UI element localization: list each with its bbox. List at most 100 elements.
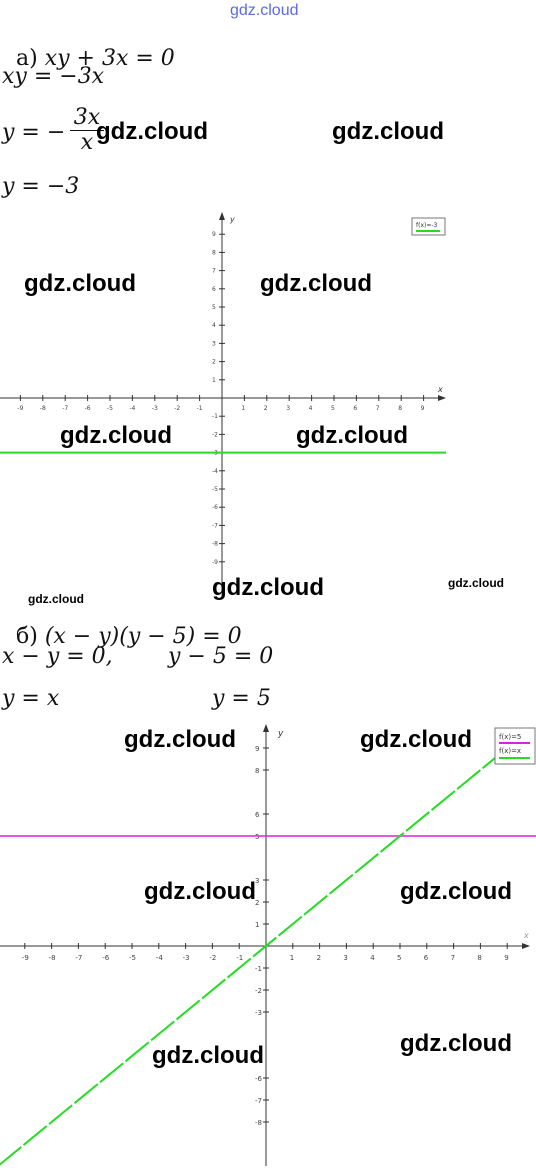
part-a-eq4: y = −3 — [2, 174, 80, 199]
line-y-equals-x — [0, 756, 498, 1166]
watermark: gdz.cloud — [260, 270, 372, 297]
part-b-eq1: (x − y)(y − 5) = 0 — [44, 624, 242, 649]
legend-label: f(x)=-3 — [416, 222, 438, 229]
watermark: gdz.cloud — [212, 574, 324, 601]
part-a-eq2: xy = −3x — [2, 64, 105, 89]
fraction-bar — [70, 130, 104, 131]
y-tick-label: 9 — [212, 231, 216, 238]
part-b-label: б) — [16, 624, 38, 649]
watermark: gdz.cloud — [144, 878, 256, 905]
x-tick-label: 8 — [477, 954, 481, 962]
y-tick-label: 8 — [212, 249, 216, 256]
y-tick-label: -8 — [212, 541, 218, 548]
part-a-eq3-lhs: y = − — [2, 120, 66, 145]
x-tick-label: -6 — [102, 954, 110, 962]
watermark: gdz.cloud — [124, 726, 236, 753]
y-tick-label: -2 — [212, 431, 218, 438]
x-tick-label: 2 — [317, 954, 321, 962]
fraction-denominator: x — [80, 130, 94, 155]
y-tick-label: 4 — [212, 322, 216, 329]
x-tick-label: -7 — [75, 954, 82, 962]
part-b-eq3-right: y = 5 — [212, 686, 271, 711]
x-tick-label: -7 — [62, 405, 68, 412]
x-tick-label: 4 — [370, 954, 375, 962]
x-tick-label: -3 — [152, 405, 158, 412]
y-tick-label: -9 — [212, 559, 218, 566]
x-tick-label: -4 — [129, 405, 135, 412]
legend-label-2: f(x)=x — [499, 747, 521, 755]
watermark-small: gdz.cloud — [28, 592, 84, 606]
y-tick-label: -8 — [255, 1119, 262, 1127]
x-tick-label: -9 — [22, 954, 29, 962]
x-tick-label: -2 — [209, 954, 216, 962]
y-axis-arrow — [219, 212, 225, 220]
x-tick-label: 7 — [451, 954, 455, 962]
watermark: gdz.cloud — [60, 422, 172, 449]
x-axis-label: x — [437, 385, 443, 394]
part-b-eq2-left: x − y = 0, — [2, 644, 113, 669]
x-axis-arrow — [438, 395, 446, 401]
y-tick-label: -7 — [212, 522, 218, 529]
y-tick-label: 2 — [255, 899, 259, 907]
x-tick-label: 4 — [309, 405, 313, 412]
y-tick-label: -6 — [212, 504, 218, 511]
y-axis-label: y — [277, 729, 284, 739]
y-tick-label: 3 — [255, 877, 259, 885]
part-b-eq3-left: y = x — [2, 686, 60, 711]
x-tick-label: -8 — [49, 954, 56, 962]
watermark: gdz.cloud — [400, 878, 512, 905]
x-tick-label: 2 — [264, 405, 268, 412]
y-axis-arrow — [263, 724, 269, 732]
watermark: gdz.cloud — [152, 1042, 264, 1069]
x-tick-label: 6 — [424, 954, 429, 962]
x-tick-label: 3 — [343, 954, 347, 962]
watermark: gdz.cloud — [296, 422, 408, 449]
y-axis-label: y — [229, 215, 235, 224]
x-tick-label: 1 — [241, 405, 245, 412]
x-tick-label: -4 — [156, 954, 164, 962]
y-tick-label: 9 — [255, 745, 259, 753]
watermark: gdz.cloud — [24, 270, 136, 297]
y-tick-label: -3 — [255, 1009, 262, 1017]
watermark: gdz.cloud — [400, 1030, 512, 1057]
y-tick-label: 3 — [212, 340, 216, 347]
part-b-line-1: б) (x − y)(y − 5) = 0 — [2, 604, 242, 648]
watermark: gdz.cloud — [360, 726, 472, 753]
y-tick-label: -5 — [212, 486, 218, 493]
x-tick-label: -5 — [107, 405, 113, 412]
x-tick-label: 5 — [331, 405, 335, 412]
x-tick-label: -9 — [17, 405, 23, 412]
legend-label-1: f(x)=5 — [499, 733, 521, 741]
x-axis-arrow — [522, 943, 530, 949]
watermark-top: gdz.cloud — [230, 2, 299, 19]
x-tick-label: 9 — [504, 954, 508, 962]
x-tick-label: -5 — [129, 954, 136, 962]
y-tick-label: 7 — [212, 268, 216, 275]
watermark: gdz.cloud — [96, 118, 208, 145]
x-tick-label: -2 — [174, 405, 180, 412]
x-tick-label: 7 — [376, 405, 380, 412]
x-axis-label: x — [523, 931, 529, 940]
part-a-fraction: 3x x — [70, 106, 104, 155]
x-tick-label: 5 — [397, 954, 401, 962]
part-b-eq2-right: y − 5 = 0 — [168, 644, 274, 669]
x-tick-label: 1 — [290, 954, 294, 962]
watermark-small: gdz.cloud — [448, 576, 504, 590]
y-tick-label: -1 — [255, 965, 262, 973]
y-tick-label: 6 — [212, 286, 216, 293]
y-tick-label: 2 — [212, 359, 216, 366]
part-a-label: а) — [16, 46, 38, 71]
y-tick-label: 5 — [255, 833, 259, 841]
x-tick-label: 3 — [286, 405, 290, 412]
y-tick-label: -2 — [255, 987, 262, 995]
part-a-eq1: xy + 3x = 0 — [44, 46, 175, 71]
x-tick-label: -3 — [183, 954, 190, 962]
x-tick-label: 6 — [353, 405, 357, 412]
y-tick-label: 1 — [255, 921, 259, 929]
x-tick-label: 8 — [398, 405, 402, 412]
y-tick-label: 1 — [212, 377, 216, 384]
x-tick-label: -8 — [40, 405, 46, 412]
y-tick-label: 5 — [212, 304, 216, 311]
y-tick-label: 6 — [255, 811, 260, 819]
